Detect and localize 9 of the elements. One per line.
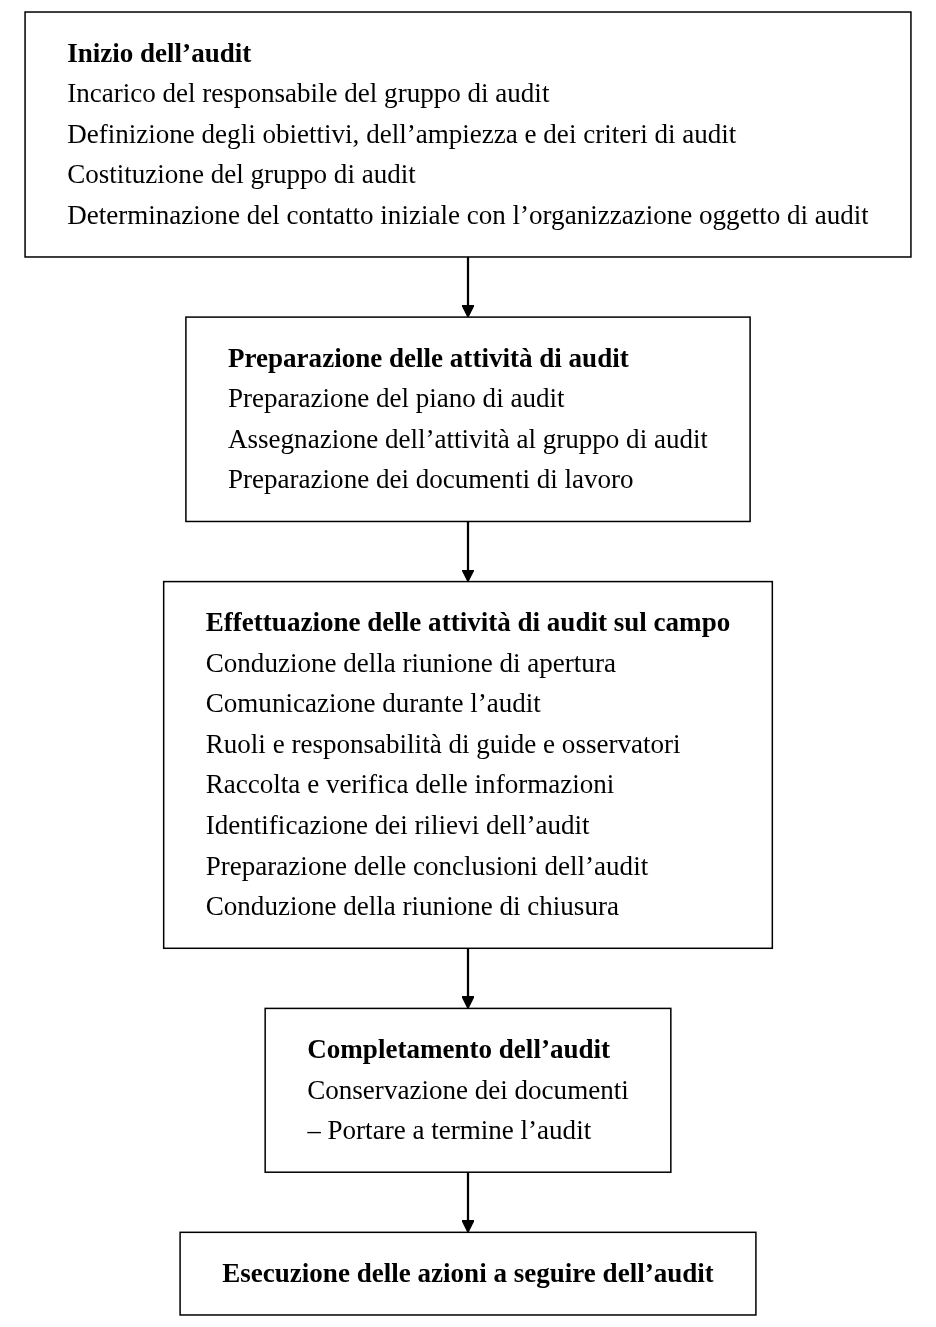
node-box: Esecuzione delle azioni a seguire dell’audit xyxy=(179,1231,757,1316)
arrow xyxy=(461,948,475,1009)
node-box: Inizio dell’audit Incarico del responsabile del gruppo di audit Definizione degli obiettivi, dell’ampiezza e dei criteri di audit Costituzione del gruppo di audit Determinazione del contatto iniziale con l’organizzazione oggetto di audit xyxy=(24,11,912,258)
arrow xyxy=(461,257,475,318)
node-box: Preparazione delle attività di audit Preparazione del piano di audit Assegnazione dell’attività al gruppo di audit Preparazione dei documenti di lavoro xyxy=(185,316,751,523)
node-box: Effettuazione delle attività di audit sul campo Conduzione della riunione di apertura Comunicazione durante l’audit Ruoli e responsabilità di guide e osservatori Raccolta e verifica delle informazioni Identificazione dei rilievi dell’audit Preparazione delle conclusioni dell’audit Conduzione della riunione di chiusura xyxy=(162,580,774,950)
arrow xyxy=(461,521,475,583)
node-box: Completamento dell’audit Conservazione dei documenti – Portare a termine l’audit xyxy=(264,1007,672,1173)
arrow xyxy=(461,1172,475,1233)
